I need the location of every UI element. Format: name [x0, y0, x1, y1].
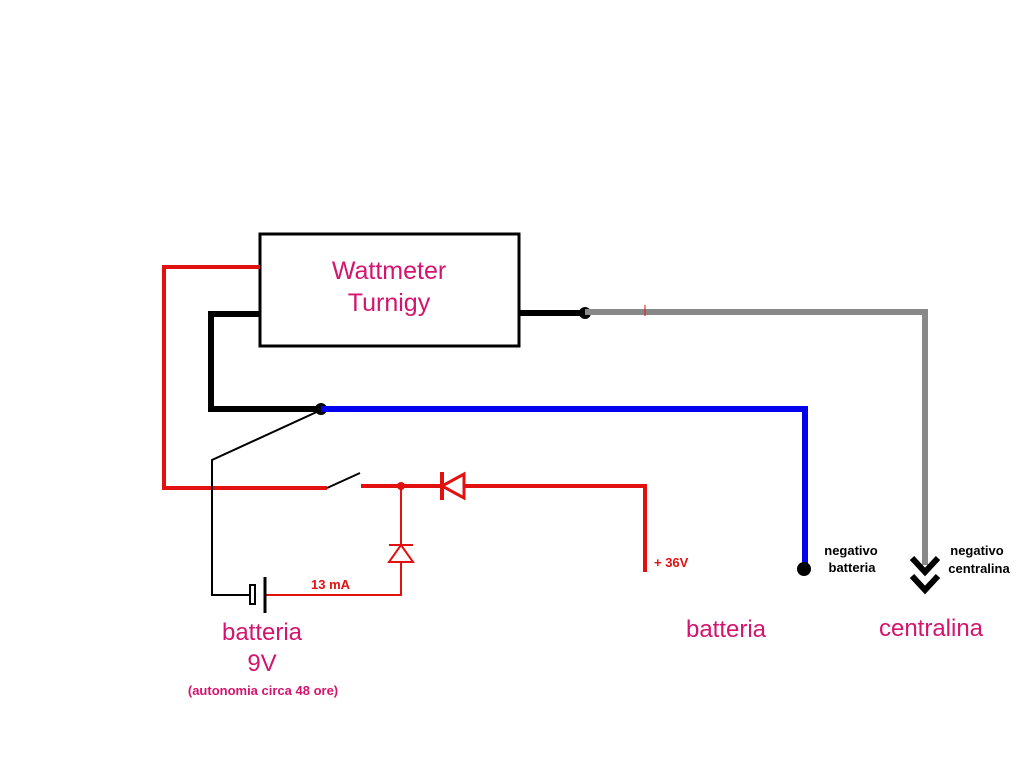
current-label: 13 mA [311, 577, 351, 592]
negativo-batteria-terminal [797, 562, 811, 576]
battery-9v-note: (autonomia circa 48 ore) [188, 683, 338, 698]
negativo-centralina-label-line1: negativo [950, 543, 1004, 558]
negativo-centralina-label-line2: centralina [948, 561, 1010, 576]
blue-wire-negativo-batteria [321, 406, 808, 566]
red-wire-to-36v [464, 484, 647, 572]
horizontal-diode [438, 471, 466, 501]
voltage-label: + 36V [654, 555, 689, 570]
centralina-label: centralina [879, 615, 984, 642]
red-wire-diode-to-9v [265, 562, 402, 596]
ground-wire-9v [211, 409, 322, 596]
black-wire-wattmeter-to-ground [208, 311, 321, 412]
wattmeter-label-line1: Wattmeter [332, 257, 446, 285]
connector-chevron-top [909, 555, 941, 577]
vertical-diode [387, 543, 415, 563]
negativo-batteria-label-line1: negativo [824, 543, 878, 558]
battery-9v-label-line1: batteria [222, 619, 303, 646]
main-battery-label: batteria [686, 616, 767, 643]
red-wire-wattmeter-to-switch [162, 265, 327, 490]
connector-chevron-bottom [909, 573, 941, 595]
battery-9v-label-line2: 9V [247, 650, 276, 677]
switch-blade [326, 472, 361, 489]
negativo-batteria-label-line2: batteria [829, 560, 877, 575]
battery-9v-plate-short [249, 584, 256, 605]
grey-wire-negativo-centralina [585, 309, 928, 565]
wattmeter-box [258, 232, 521, 348]
wattmeter-label-line2: Turnigy [348, 289, 431, 317]
